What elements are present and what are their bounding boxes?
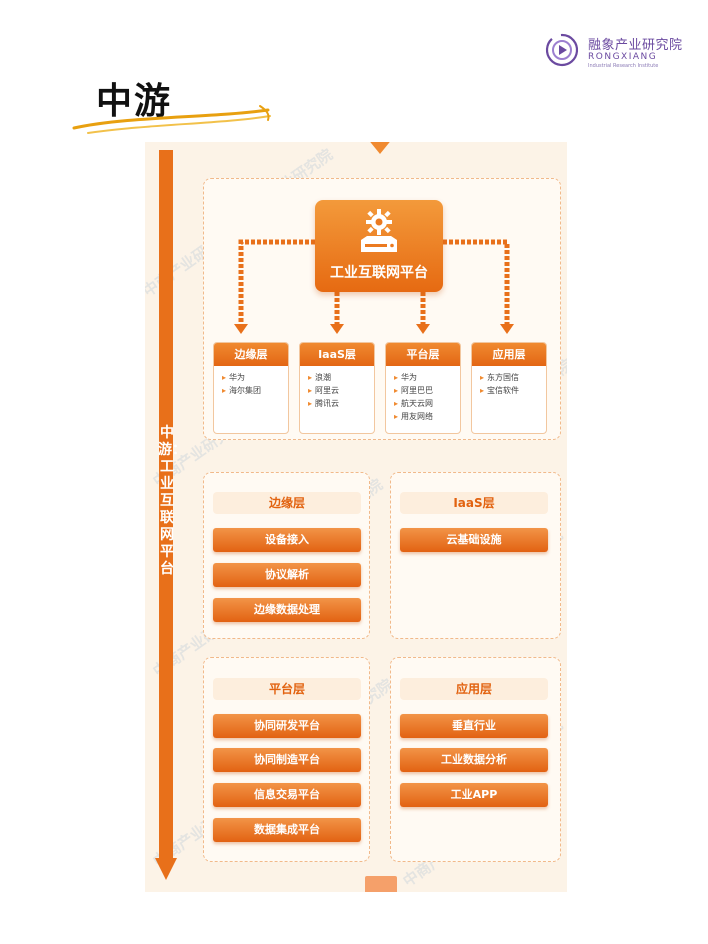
layer-card-title: IaaS层 <box>300 343 374 366</box>
iaas-item: 云基础设施 <box>400 528 548 552</box>
company-item: 宝信软件 <box>480 384 546 397</box>
layer-card-application: 应用层 东方国信 宝信软件 <box>471 342 547 434</box>
core-platform-label: 工业互联网平台 <box>330 265 428 281</box>
application-item: 工业APP <box>400 783 548 807</box>
bottom-tab-marker <box>365 876 397 892</box>
detail-panel-title: 平台层 <box>213 678 361 700</box>
company-item: 东方国信 <box>480 371 546 384</box>
industrial-internet-diagram: 中商产业研究院 中商产业研究院 中商产业研究院 中商产业研究院 中商产业研究院 … <box>145 142 567 892</box>
vertical-side-label: 中游：工业互联网平台 <box>158 425 186 577</box>
gear-server-icon <box>361 209 397 252</box>
title-underline-swoosh <box>72 105 271 134</box>
brand-name-en: RONGXIANG <box>588 52 658 62</box>
core-platform-box: 工业互联网平台 <box>315 200 443 292</box>
brand-logo: 融象产业研究院 RONGXIANG Industrial Research In… <box>544 32 694 72</box>
company-item: 海尔集团 <box>222 384 288 397</box>
chevron-down-icon <box>370 142 390 154</box>
company-item: 用友网络 <box>394 410 460 423</box>
application-item: 工业数据分析 <box>400 748 548 772</box>
company-item: 航天云网 <box>394 397 460 410</box>
platform-item: 协同制造平台 <box>213 748 361 772</box>
company-list: 东方国信 宝信软件 <box>472 366 546 397</box>
edge-item: 设备接入 <box>213 528 361 552</box>
layer-card-title: 平台层 <box>386 343 460 366</box>
company-item: 阿里巴巴 <box>394 384 460 397</box>
brand-tagline: Industrial Research Institute <box>588 63 659 69</box>
company-list: 浪潮 阿里云 腾讯云 <box>300 366 374 410</box>
brand-logo-icon <box>545 33 579 67</box>
vertical-flow-arrow <box>155 150 177 880</box>
application-item: 垂直行业 <box>400 714 548 738</box>
platform-item: 协同研发平台 <box>213 714 361 738</box>
detail-panel-title: 应用层 <box>400 678 548 700</box>
brand-name-cn: 融象产业研究院 <box>588 38 683 53</box>
layer-card-title: 应用层 <box>472 343 546 366</box>
company-list: 华为 海尔集团 <box>214 366 288 397</box>
detail-panel-title: IaaS层 <box>400 492 548 514</box>
company-item: 华为 <box>394 371 460 384</box>
layer-card-title: 边缘层 <box>214 343 288 366</box>
company-item: 阿里云 <box>308 384 374 397</box>
company-list: 华为 阿里巴巴 航天云网 用友网络 <box>386 366 460 423</box>
detail-panel-title: 边缘层 <box>213 492 361 514</box>
connector-arrows <box>234 239 514 334</box>
company-item: 腾讯云 <box>308 397 374 410</box>
platform-item: 数据集成平台 <box>213 818 361 842</box>
edge-item: 协议解析 <box>213 563 361 587</box>
edge-item: 边缘数据处理 <box>213 598 361 622</box>
layer-card-platform: 平台层 华为 阿里巴巴 航天云网 用友网络 <box>385 342 461 434</box>
company-item: 浪潮 <box>308 371 374 384</box>
company-item: 华为 <box>222 371 288 384</box>
layer-card-edge: 边缘层 华为 海尔集团 <box>213 342 289 434</box>
page-title: 中游 <box>96 81 173 122</box>
layer-card-iaas: IaaS层 浪潮 阿里云 腾讯云 <box>299 342 375 434</box>
platform-item: 信息交易平台 <box>213 783 361 807</box>
